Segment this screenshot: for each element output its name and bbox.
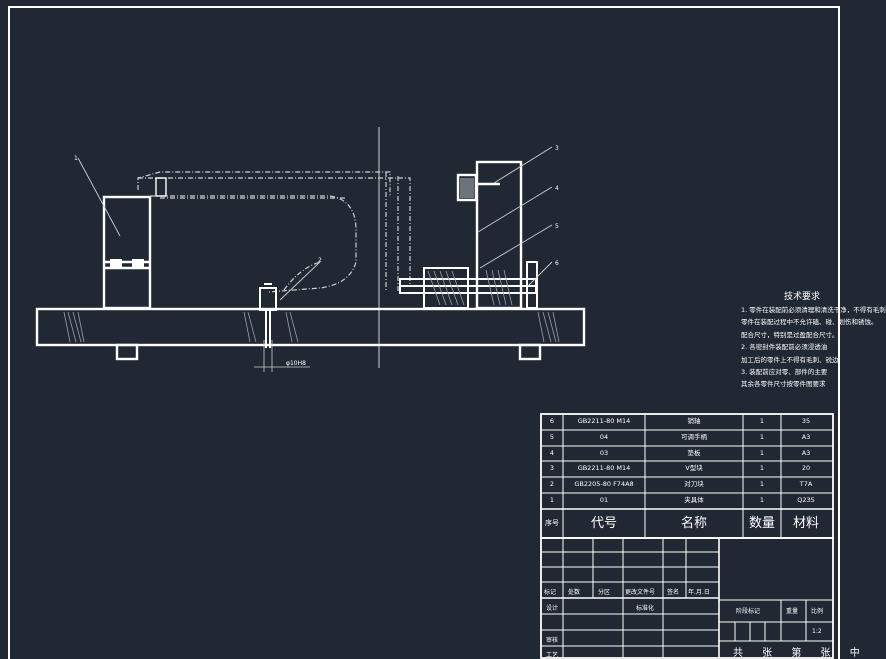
tech-line: 零件在装配过程中不允许磕、碰、划伤和锈蚀。 bbox=[741, 318, 878, 327]
bom-no: 6 bbox=[549, 417, 555, 425]
sheet-label: 共 张 第 张 中 bbox=[733, 648, 868, 659]
right-upright bbox=[456, 160, 523, 310]
balloon-5: 5 bbox=[555, 223, 559, 230]
leader-lines bbox=[77, 146, 553, 301]
rev-zone: 分区 bbox=[598, 589, 611, 596]
bom-qty: 1 bbox=[759, 496, 765, 504]
bom-code: 03 bbox=[599, 449, 609, 457]
bom-material: A3 bbox=[801, 449, 811, 457]
bom-qty: 1 bbox=[759, 417, 765, 425]
review-label: 审核 bbox=[546, 637, 559, 644]
tech-line: 1. 零件在装配前必须清理和清洗干净，不得有毛刺 bbox=[741, 306, 886, 314]
bom-no: 4 bbox=[549, 449, 555, 457]
tech-line: 3. 装配前应对零、部件的主要 bbox=[741, 368, 828, 377]
tech-line: 加工后的零件上不得有毛刺、锐边 bbox=[741, 355, 839, 364]
title-block-grid bbox=[540, 537, 834, 659]
design-label: 设计 bbox=[546, 605, 559, 612]
balloon-2: 2 bbox=[318, 257, 322, 264]
rev-sign: 签名 bbox=[667, 589, 680, 596]
bom-row: 2 GB2205-80 F74A8 对刀块 1 T7A bbox=[541, 477, 831, 493]
tech-line: 配合尺寸，特别是过盈配合尺寸。 bbox=[741, 330, 839, 339]
clamp-screw bbox=[399, 261, 538, 309]
bom-code: 01 bbox=[599, 496, 609, 504]
weight-label: 重量 bbox=[786, 608, 799, 615]
bom-table: 6 GB2211-80 M14 销轴 1 35 5 04 可调手柄 1 A3 4… bbox=[541, 414, 831, 538]
bom-header-no: 序号 bbox=[545, 519, 559, 527]
bom-header-name: 名称 bbox=[680, 516, 707, 531]
bom-no: 3 bbox=[549, 464, 555, 472]
balloon-6: 6 bbox=[555, 260, 559, 267]
bom-header-qty: 数量 bbox=[748, 516, 775, 531]
bom-material: Q235 bbox=[797, 496, 815, 504]
center-pin bbox=[259, 283, 277, 348]
stage-mark-label: 阶段标记 bbox=[736, 608, 761, 615]
bom-header-code: 代号 bbox=[590, 516, 617, 531]
bom-code: GB2205-80 F74A8 bbox=[574, 480, 634, 488]
bom-material: T7A bbox=[799, 480, 813, 488]
bom-name: 夹具体 bbox=[684, 496, 704, 504]
rev-date: 年.月.日 bbox=[688, 589, 710, 596]
workpiece-outline bbox=[137, 171, 411, 293]
technical-requirements: 技术要求 1. 零件在装配前必须清理和清洗干净，不得有毛刺 零件在装配过程中不允… bbox=[741, 290, 886, 391]
bom-material: A3 bbox=[801, 433, 811, 441]
bom-name: 垫板 bbox=[687, 449, 701, 457]
bom-qty: 1 bbox=[759, 480, 765, 488]
tech-title: 技术要求 bbox=[784, 292, 821, 302]
bom-row: 5 04 可调手柄 1 A3 bbox=[541, 430, 831, 446]
bom-row: 4 03 垫板 1 A3 bbox=[541, 446, 831, 462]
scale-label: 比例 bbox=[811, 608, 824, 615]
balloon-4: 4 bbox=[555, 185, 559, 192]
dimension-text: φ10H8 bbox=[286, 360, 306, 367]
balloon-1: 1 bbox=[74, 155, 78, 162]
bom-no: 1 bbox=[549, 496, 555, 504]
bom-code: 04 bbox=[599, 433, 609, 441]
drawing-canvas: φ10H8 1 2 3 4 5 6 bbox=[8, 6, 840, 659]
standardization-label: 标准化 bbox=[636, 605, 655, 612]
bom-qty: 1 bbox=[759, 449, 765, 457]
bom-material: 20 bbox=[801, 464, 811, 472]
bom-qty: 1 bbox=[759, 464, 765, 472]
bom-header: 序号 代号 名称 数量 材料 bbox=[541, 509, 831, 538]
base-plate bbox=[35, 307, 586, 361]
scale-value: 1:2 bbox=[812, 628, 822, 635]
rev-count: 处数 bbox=[568, 589, 581, 596]
bom-qty: 1 bbox=[759, 433, 765, 441]
bom-material: 35 bbox=[801, 417, 811, 425]
process-label: 工艺 bbox=[546, 652, 559, 659]
balloon-3: 3 bbox=[555, 145, 559, 152]
bom-name: V型块 bbox=[685, 464, 703, 472]
bom-code: GB2211-80 M14 bbox=[577, 464, 631, 472]
bom-no: 2 bbox=[549, 480, 555, 488]
rev-mark: 标记 bbox=[544, 589, 557, 596]
bom-code: GB2211-80 M14 bbox=[577, 417, 631, 425]
rev-doc: 更改文件号 bbox=[625, 589, 656, 596]
dimension-lines bbox=[254, 340, 310, 372]
bom-name: 对刀块 bbox=[684, 480, 704, 488]
section-hatch bbox=[63, 311, 560, 343]
tech-line: 2. 各密封件装配前必须浸透油 bbox=[741, 343, 828, 352]
bom-row: 1 01 夹具体 1 Q235 bbox=[541, 493, 831, 509]
bom-name: 销轴 bbox=[687, 417, 701, 425]
frame-border bbox=[8, 6, 840, 659]
bom-header-material: 材料 bbox=[792, 516, 819, 531]
bom-name: 可调手柄 bbox=[681, 433, 707, 441]
tech-line: 其余各零件尺寸按零件图要求 bbox=[741, 380, 826, 389]
bom-row: 6 GB2211-80 M14 销轴 1 35 bbox=[541, 414, 831, 430]
bom-no: 5 bbox=[549, 433, 555, 441]
bom-row: 3 GB2211-80 M14 V型块 1 20 bbox=[541, 461, 831, 477]
